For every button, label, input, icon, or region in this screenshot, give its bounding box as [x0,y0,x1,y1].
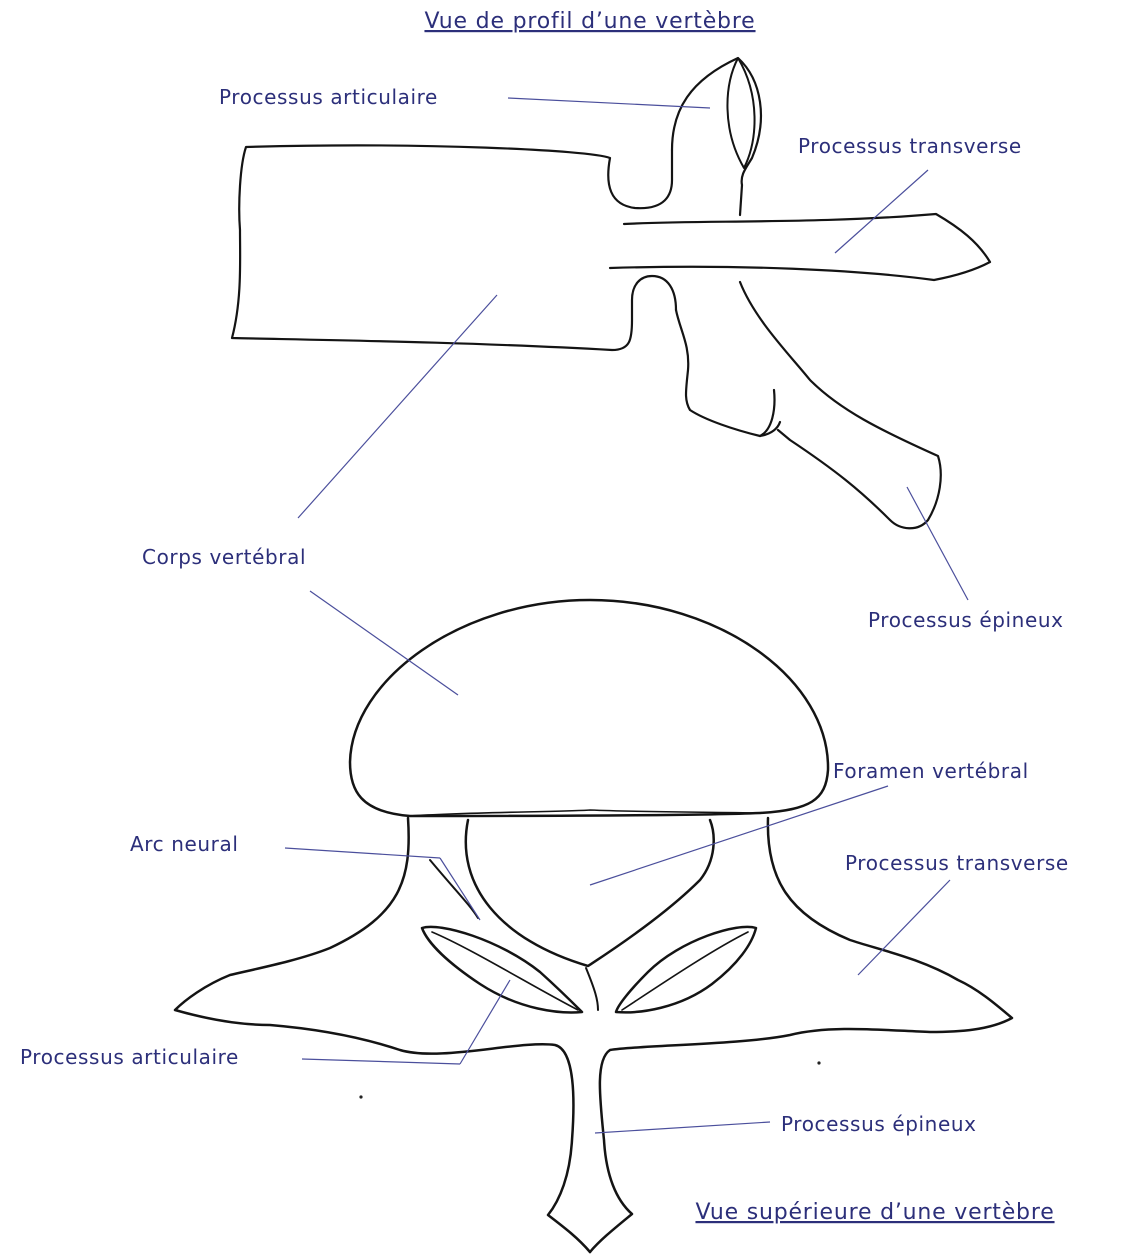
top-view-title: Vue supérieure d’une vertèbre [695,1200,1054,1225]
label-side-vertebral-body: Corps vertébral [142,545,306,569]
top-view-drawing [175,600,1012,1252]
leader-top-arc-neural-2 [440,858,480,920]
label-top-articular-process: Processus articulaire [20,1045,239,1069]
side-view-drawing [232,58,990,528]
leader-top-transverse [858,880,950,975]
label-top-vertebral-foramen: Foramen vertébral [833,759,1029,783]
side-vertebral-body-outline [232,145,676,350]
top-vertebral-foramen-outline [466,820,714,966]
label-top-transverse-process: Processus transverse [845,851,1069,875]
leader-top-foramen [590,786,888,885]
leader-side-body [298,295,497,518]
stray-dot-right [817,1061,820,1064]
leader-top-spinous [595,1122,770,1133]
side-view-leaders [298,98,968,600]
top-inner-arch [430,860,478,918]
top-left-arch-outline [175,818,590,1252]
label-side-spinous-process: Processus épineux [868,608,1064,632]
leader-side-articular [508,98,710,108]
label-top-spinous-process: Processus épineux [781,1112,977,1136]
side-articular-process-outline [672,58,761,215]
leader-top-arc-neural [285,848,440,858]
top-vertebral-body-outline [350,600,828,816]
side-spinous-process-outline [740,282,941,528]
top-central-junction [586,968,598,1010]
top-right-arch-outline [590,818,1012,1252]
leader-side-transverse [835,170,928,253]
leader-top-body [310,591,458,695]
label-side-articular-process: Processus articulaire [219,85,438,109]
stray-dot-left [359,1095,362,1098]
label-top-neural-arch: Arc neural [130,832,239,856]
side-inferior-process-outline [676,310,774,436]
side-view-title: Vue de profil d’une vertèbre [424,9,755,34]
leader-top-articular-1 [302,1059,460,1064]
side-transverse-process-outline [610,214,990,280]
label-side-transverse-process: Processus transverse [798,134,1022,158]
leader-side-spinous [907,487,968,600]
leader-top-articular-2 [460,980,510,1064]
